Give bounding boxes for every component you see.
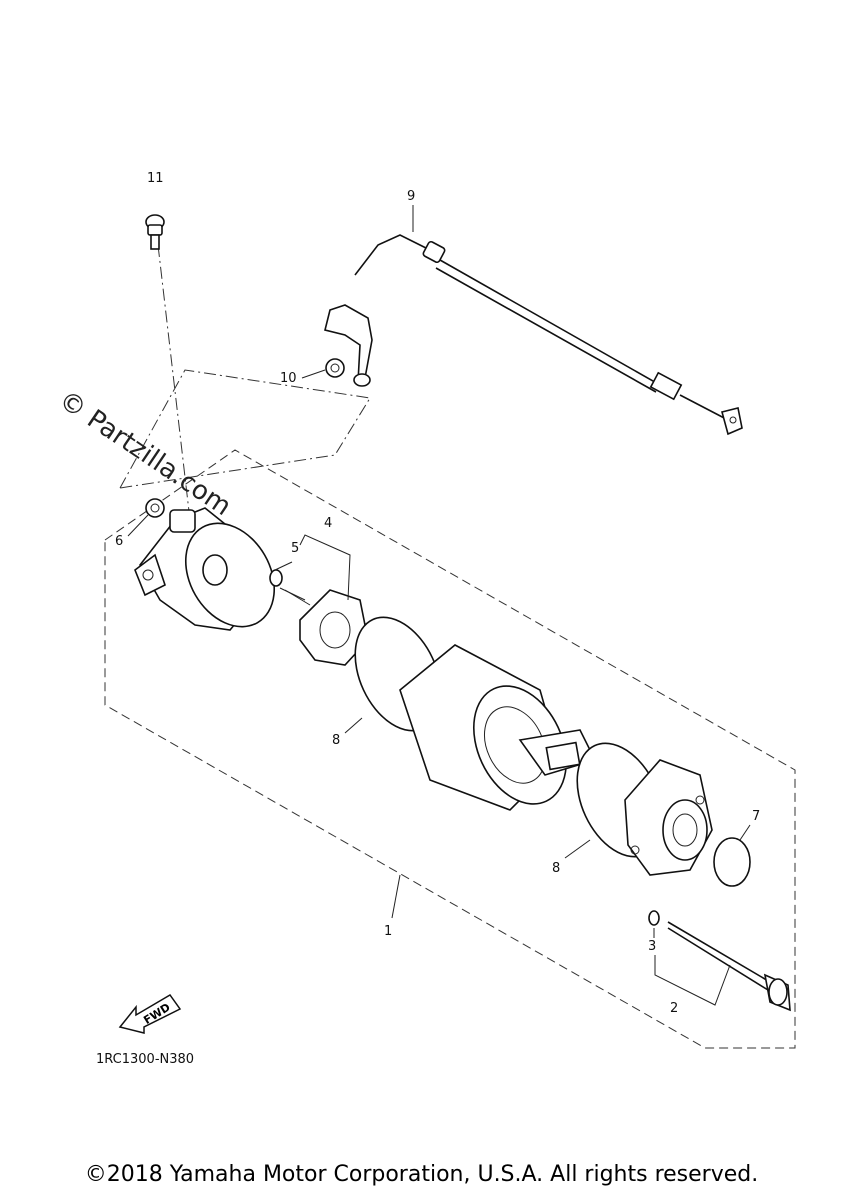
motor-yoke <box>399 644 597 811</box>
leader-4 <box>299 534 351 601</box>
callout-5: 5 <box>291 541 300 556</box>
rear-cover <box>624 759 713 876</box>
callout-8-left: 8 <box>332 733 341 748</box>
callout-3: 3 <box>648 939 657 954</box>
harness-boundary <box>119 369 371 489</box>
leader-2 <box>654 955 731 1006</box>
diagram-code: 1RC1300-N380 <box>96 1052 195 1067</box>
long-bolt <box>667 921 791 1012</box>
nut-6 <box>145 498 165 518</box>
callout-7: 7 <box>752 809 761 824</box>
leader-7 <box>739 824 751 841</box>
callout-11: 11 <box>147 171 164 186</box>
leader-1 <box>391 874 401 919</box>
callout-8-right: 8 <box>552 861 561 876</box>
leader-11 <box>157 244 191 521</box>
lead-wire-9 <box>324 234 743 436</box>
bolt-11 <box>145 214 165 250</box>
leader-10 <box>301 369 326 379</box>
fwd-arrow-icon: FWD <box>118 994 182 1034</box>
nut-10 <box>325 358 345 378</box>
o-ring-3 <box>648 910 660 926</box>
leader-8a <box>344 717 363 734</box>
front-cover <box>134 507 276 631</box>
leader-6 <box>127 514 149 537</box>
callout-4: 4 <box>324 516 333 531</box>
assembly-boundary <box>104 449 796 1049</box>
callout-9: 9 <box>407 189 416 204</box>
leader-5 <box>274 561 293 571</box>
o-ring-7 <box>713 837 751 887</box>
callout-1: 1 <box>384 924 393 939</box>
callout-6: 6 <box>115 534 124 549</box>
callout-10: 10 <box>280 371 297 386</box>
o-ring-5 <box>269 569 283 587</box>
leader-8b <box>564 839 591 859</box>
copyright-notice: ©2018 Yamaha Motor Corporation, U.S.A. A… <box>84 1162 759 1187</box>
callout-2: 2 <box>670 1001 679 1016</box>
